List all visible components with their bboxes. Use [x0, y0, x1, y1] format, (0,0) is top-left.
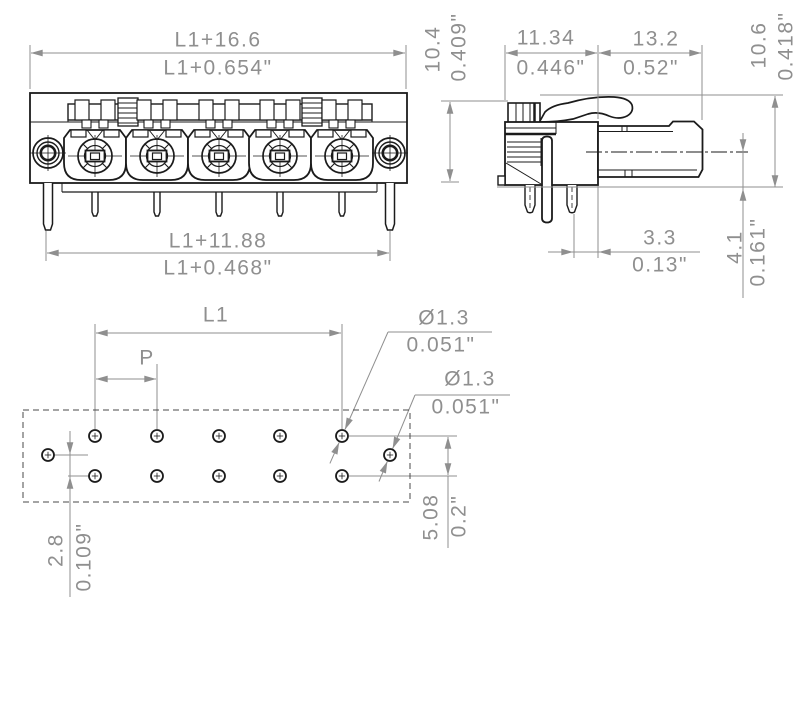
- locking-lever: [539, 96, 634, 123]
- footprint-flange-offset-in: 0.109": [72, 522, 96, 592]
- side-axis-height-in: 0.161": [746, 217, 770, 287]
- footprint-hole-span-label: L1: [202, 303, 230, 327]
- footprint-hole-dia-top-mm: Ø1.3: [418, 306, 470, 330]
- plug-shroud: [597, 120, 704, 178]
- front-pin-span-mm: L1+11.88: [168, 229, 268, 253]
- side-plug-depth-mm: 13.2: [632, 27, 680, 51]
- footprint-row-spacing-mm: 5.08: [419, 493, 443, 541]
- side-plug-depth-in: 0.52": [623, 56, 679, 80]
- footprint-outline: [22, 409, 411, 503]
- side-overall-height-in: 0.418": [774, 11, 798, 81]
- side-pin-to-face-in: 0.13": [632, 253, 688, 277]
- footprint-hole-dia-mid-mm: Ø1.3: [444, 367, 496, 391]
- side-pin-to-face-mm: 3.3: [643, 226, 677, 250]
- footprint-view: [22, 409, 411, 503]
- front-height-mm: 10.4: [421, 25, 445, 73]
- front-overall-width-in: L1+0.654": [163, 56, 273, 80]
- side-view: [497, 96, 748, 224]
- side-body-depth-mm: 11.34: [516, 26, 576, 50]
- front-height-in: 0.409": [447, 12, 471, 82]
- footprint-row-spacing-in: 0.2": [447, 494, 471, 538]
- side-axis-height-mm: 4.1: [723, 230, 747, 264]
- footprint-pitch-label: P: [139, 346, 155, 370]
- footprint-hole-dia-top-in: 0.051": [406, 333, 476, 357]
- front-pin-span-in: L1+0.468": [163, 256, 273, 280]
- solder-pin-middle: [541, 135, 553, 224]
- footprint-hole-dia-mid-in: 0.051": [431, 395, 501, 419]
- front-overall-width-mm: L1+16.6: [174, 28, 262, 52]
- side-body-depth-in: 0.446": [516, 56, 586, 80]
- front-view: [28, 92, 410, 231]
- footprint-flange-offset-mm: 2.8: [44, 533, 68, 567]
- side-overall-height-mm: 10.6: [747, 21, 771, 69]
- dimension-lines: [29, 45, 783, 597]
